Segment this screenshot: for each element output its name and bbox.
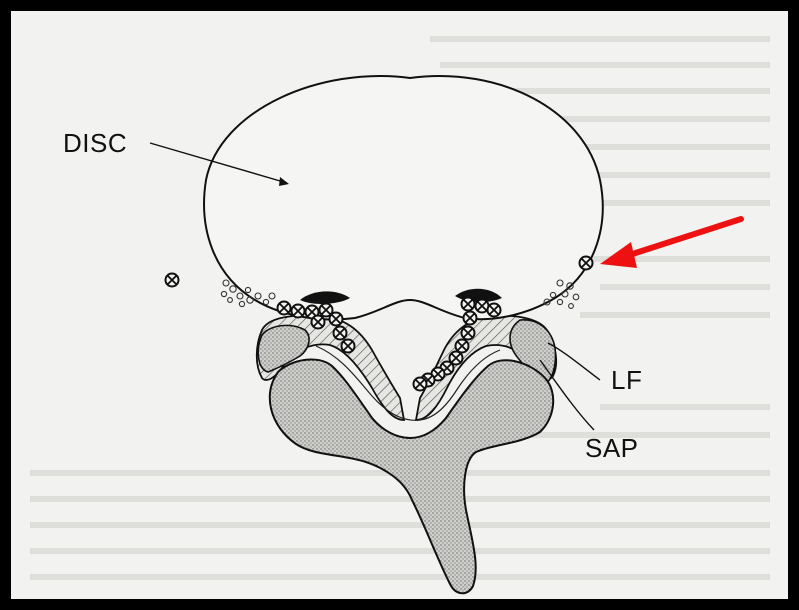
vertebral-body [270, 359, 553, 593]
label-lf: LF [611, 365, 642, 395]
label-sap: SAP [585, 433, 639, 463]
label-disc: DISC [63, 128, 127, 158]
disc [204, 76, 603, 319]
marker-left-isolated [166, 274, 179, 287]
marker-right-isolated [580, 257, 593, 270]
